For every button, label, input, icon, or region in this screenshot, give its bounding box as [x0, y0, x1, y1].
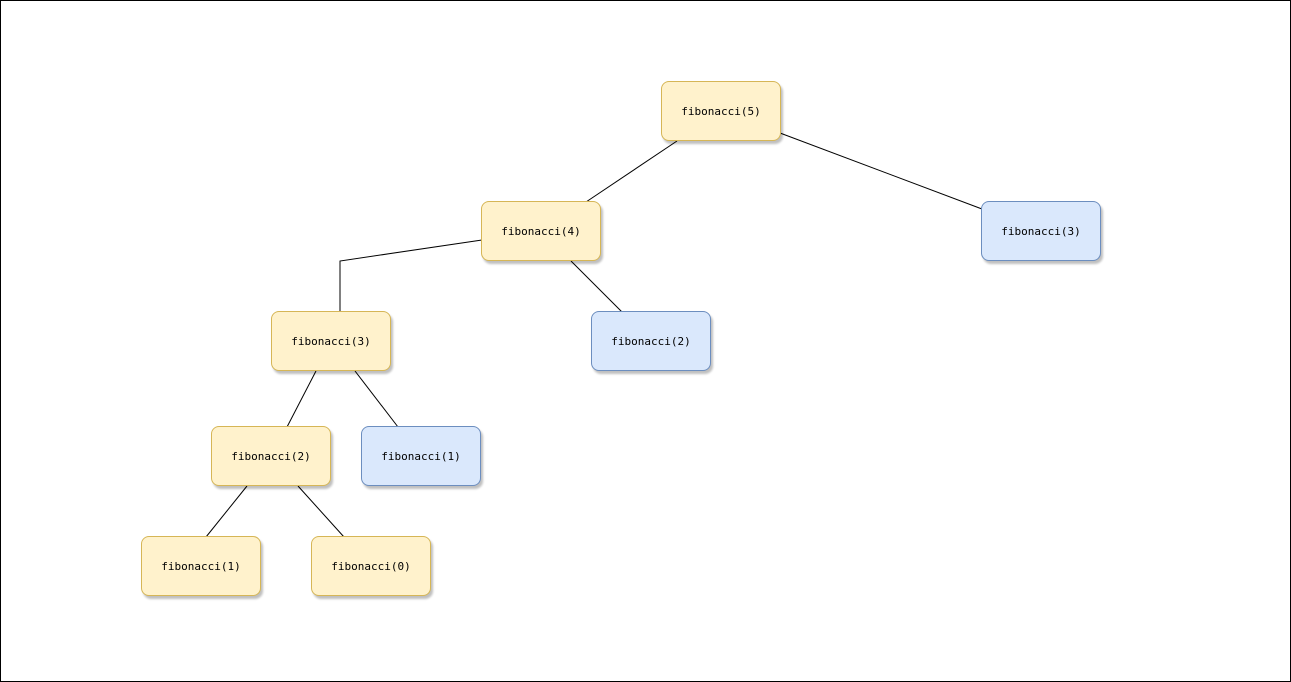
node-label: fibonacci(1) — [161, 559, 241, 573]
edge-fib4-fib3l — [339, 239, 483, 312]
edge-fib5-fib3r — [779, 132, 983, 210]
node-fibonacci-1-memoized[interactable]: fibonacci(1) — [361, 426, 481, 486]
node-label: fibonacci(2) — [611, 334, 691, 348]
edge-fib2l-fib0 — [297, 485, 345, 538]
node-fibonacci-5[interactable]: fibonacci(5) — [661, 81, 781, 141]
edge-fib5-fib4 — [585, 140, 678, 203]
node-label: fibonacci(1) — [381, 449, 461, 463]
node-fibonacci-2[interactable]: fibonacci(2) — [211, 426, 331, 486]
edge-fib3l-fib2l — [286, 370, 317, 428]
node-label: fibonacci(2) — [231, 449, 311, 463]
node-fibonacci-1[interactable]: fibonacci(1) — [141, 536, 261, 596]
node-fibonacci-4[interactable]: fibonacci(4) — [481, 201, 601, 261]
node-fibonacci-2-memoized[interactable]: fibonacci(2) — [591, 311, 711, 371]
node-label: fibonacci(5) — [681, 104, 761, 118]
edge-fib2l-fib1l — [205, 485, 248, 538]
node-label: fibonacci(4) — [501, 224, 581, 238]
node-label: fibonacci(0) — [331, 559, 411, 573]
edge-fib3l-fib1r — [354, 370, 399, 428]
node-fibonacci-0[interactable]: fibonacci(0) — [311, 536, 431, 596]
node-fibonacci-3[interactable]: fibonacci(3) — [271, 311, 391, 371]
node-fibonacci-3-memoized[interactable]: fibonacci(3) — [981, 201, 1101, 261]
node-label: fibonacci(3) — [291, 334, 371, 348]
edge-fib4-fib2r — [570, 260, 623, 313]
node-label: fibonacci(3) — [1001, 224, 1081, 238]
